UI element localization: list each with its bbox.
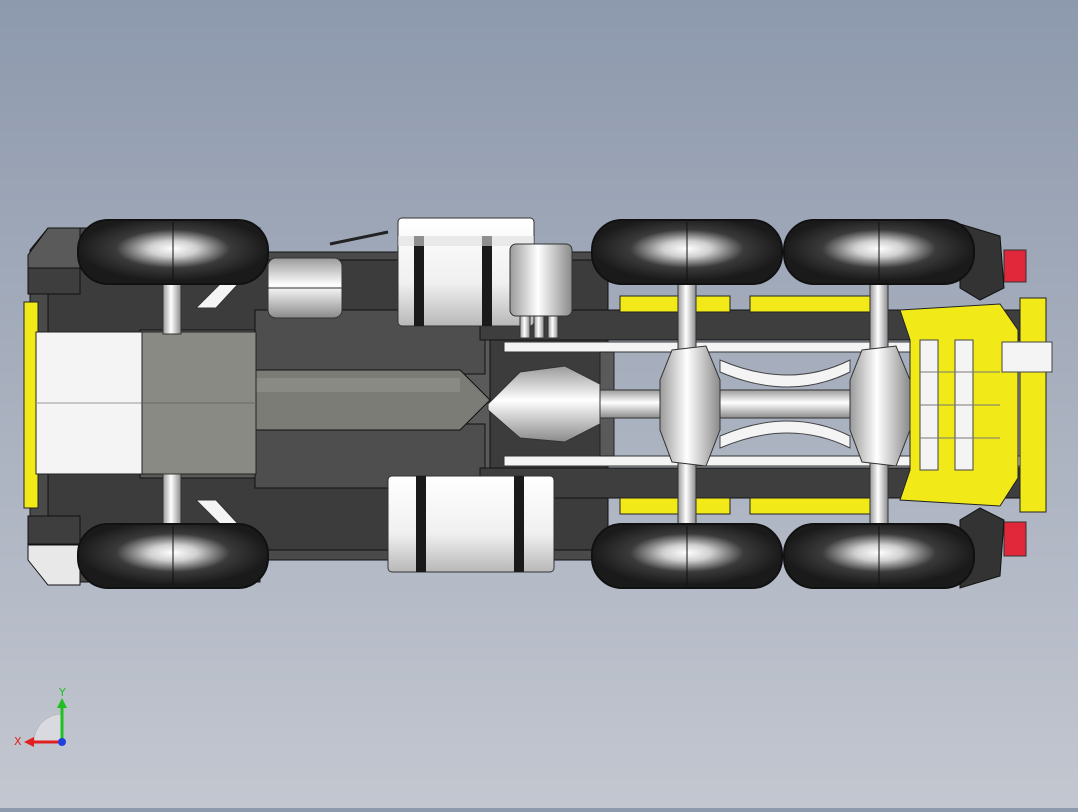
tire-front-bottom xyxy=(77,523,269,589)
tire-rear1-top xyxy=(591,219,783,285)
tire-rear2-top xyxy=(783,219,975,285)
filter-block xyxy=(329,230,573,339)
front-bumper xyxy=(23,227,257,586)
y-axis-label: Y xyxy=(58,686,66,699)
tire-rear2-bottom xyxy=(783,523,975,589)
fuel-tank-top xyxy=(397,217,535,327)
coordinate-triad[interactable]: Y X xyxy=(14,686,78,750)
drivetrain xyxy=(487,281,911,533)
z-axis-dot xyxy=(58,738,66,746)
triad-icon: Y X xyxy=(14,686,67,748)
x-axis-label: X xyxy=(14,735,22,748)
tire-rear1-bottom xyxy=(591,523,783,589)
tire-front-top xyxy=(77,219,269,285)
fuel-tank-bottom xyxy=(387,475,555,573)
air-tank xyxy=(267,257,343,319)
